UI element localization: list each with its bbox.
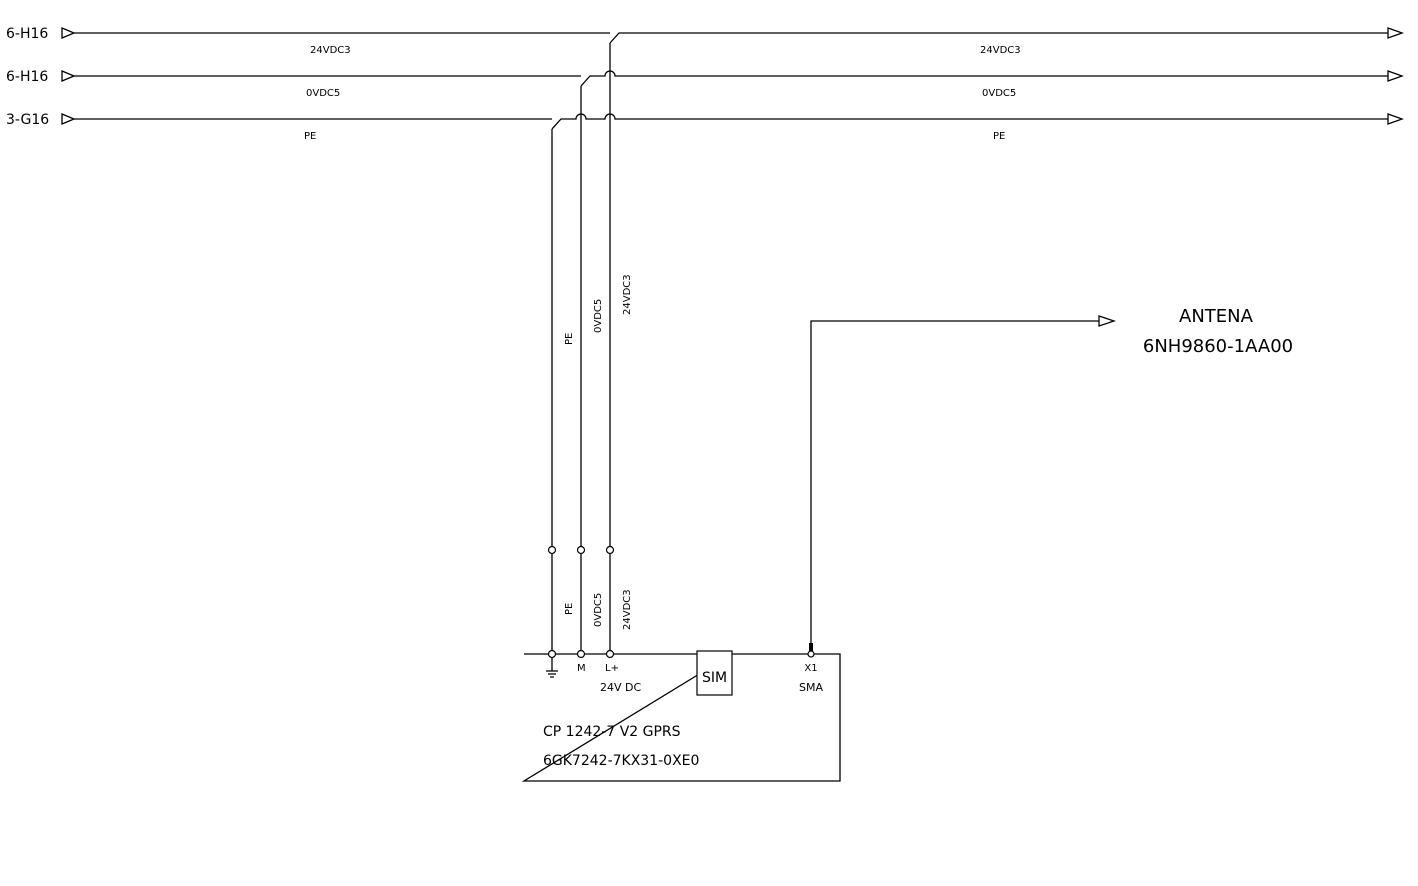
terminal-x1: X1 (804, 663, 817, 674)
ground-icon (546, 658, 558, 678)
module-box (521, 649, 841, 782)
wire-label-24vdc3-lower: 24VDC3 (622, 589, 633, 630)
antenna-name: ANTENA (1179, 306, 1254, 327)
bus-label-right-2: 0VDC5 (982, 88, 1016, 99)
bus-ref-2: 6-H16 (6, 69, 48, 85)
antenna-wire (807, 315, 1117, 658)
terminal-sma: SMA (799, 681, 823, 694)
bus-0vdc5 (74, 70, 1404, 87)
vertical-wires (551, 43, 611, 654)
module-part: 6GK7242-7KX31-0XE0 (543, 753, 699, 769)
svg-text:SIM: SIM (702, 670, 727, 686)
bus-label-right-3: PE (993, 131, 1005, 142)
wire-label-0vdc5-upper: 0VDC5 (593, 299, 604, 333)
wire-label-pe-lower: PE (564, 603, 575, 615)
terminal-lplus: L+ (605, 663, 619, 674)
bus-label-left-2: 0VDC5 (306, 88, 340, 99)
bus-label-right-1: 24VDC3 (980, 45, 1021, 56)
bus-label-left-3: PE (304, 131, 316, 142)
terminal-m: M (577, 663, 586, 674)
wire-label-pe-upper: PE (564, 333, 575, 345)
bus-label-left-1: 24VDC3 (310, 45, 351, 56)
bus-24vdc3 (74, 27, 1404, 44)
wire-label-24vdc3-upper: 24VDC3 (622, 274, 633, 315)
wire-label-0vdc5-lower: 0VDC5 (593, 593, 604, 627)
bus-pe (74, 113, 1404, 130)
supply-label: 24V DC (600, 681, 641, 694)
bus-input-arrows (61, 27, 76, 125)
bus-ref-1: 6-H16 (6, 26, 48, 42)
sim-slot: SIM (696, 650, 733, 696)
bus-ref-3: 3-G16 (6, 112, 49, 128)
connection-points (547, 545, 615, 555)
antenna-part: 6NH9860-1AA00 (1143, 336, 1293, 357)
module-name: CP 1242-7 V2 GPRS (543, 724, 681, 740)
